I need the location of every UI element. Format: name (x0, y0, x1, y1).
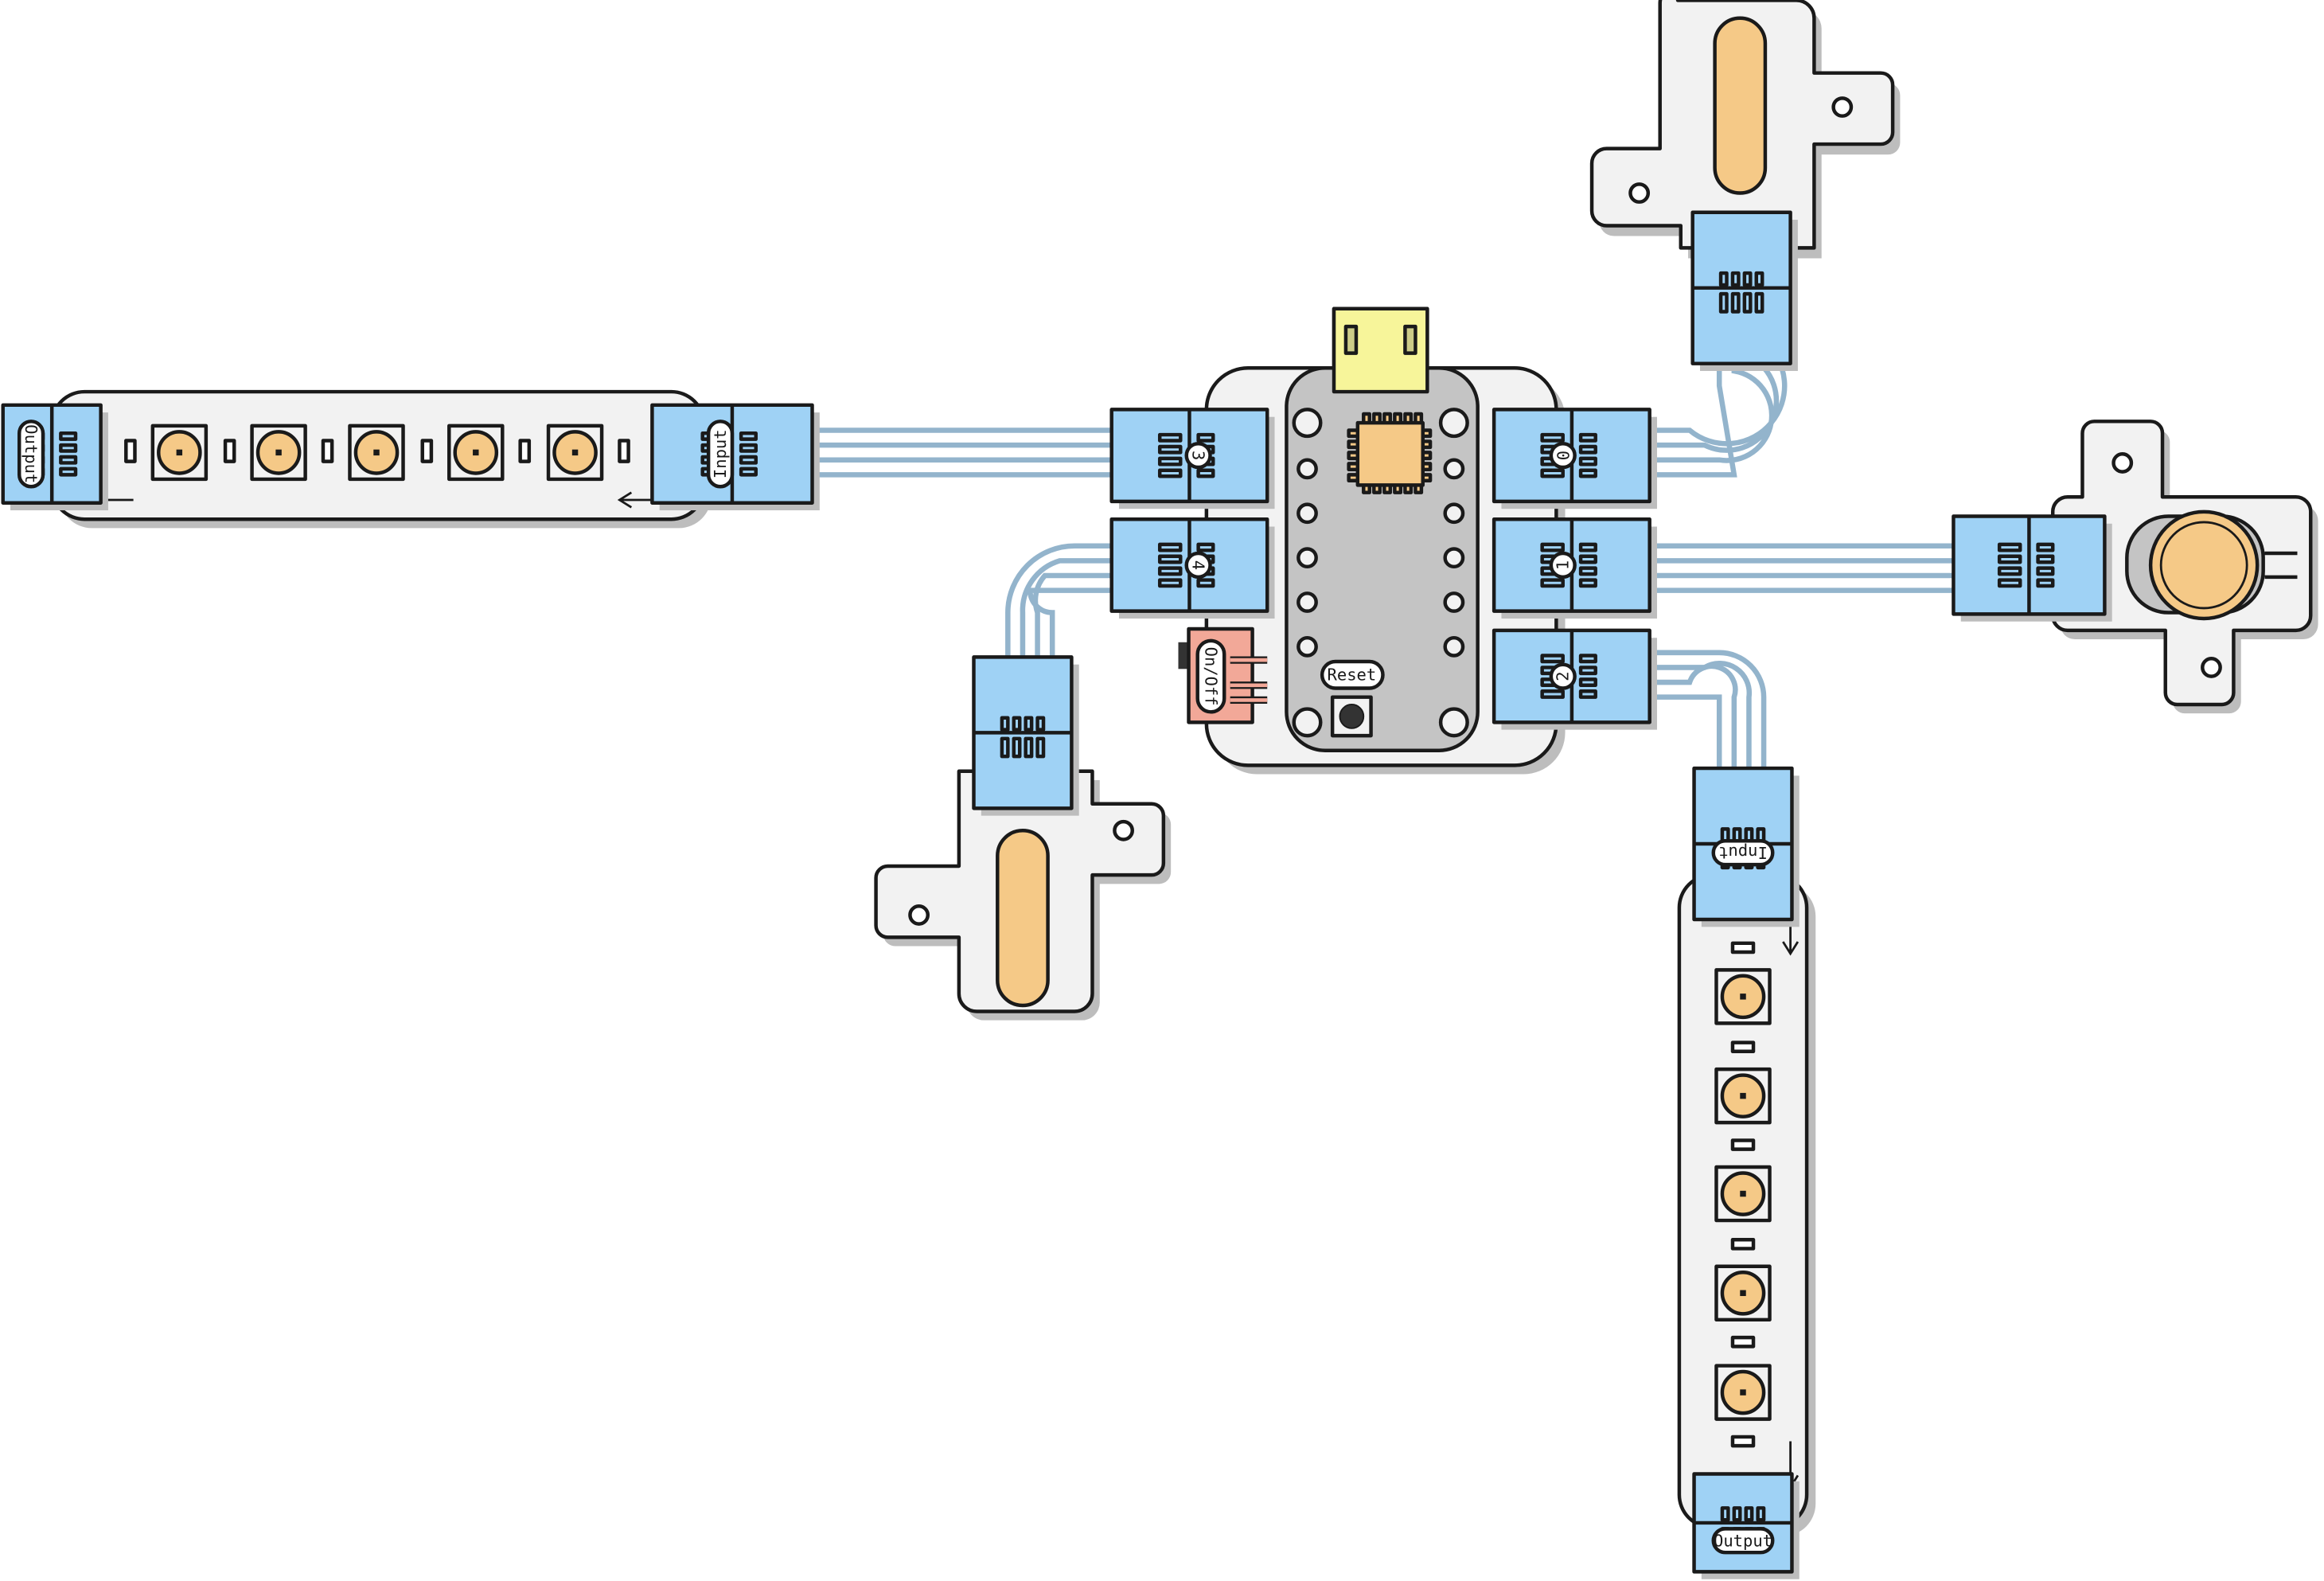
led (1714, 1067, 1772, 1125)
bottom-slider-connector[interactable] (972, 655, 1079, 816)
bottom-strip-input-connector-label: Input (1718, 843, 1768, 862)
port-0-label: 0 (1554, 451, 1573, 460)
pin-hole (1443, 458, 1465, 480)
pin-hole (1443, 502, 1465, 525)
port-3-label: 3 (1189, 451, 1208, 460)
left-strip-input-connector[interactable]: Input (650, 403, 820, 511)
wire (1649, 363, 1737, 478)
mount-hole (1628, 182, 1651, 204)
led (1714, 968, 1772, 1025)
wire (1649, 663, 1738, 769)
port-0[interactable]: 0 (1491, 408, 1657, 509)
pin-hole (1297, 635, 1318, 658)
wire (1005, 543, 1112, 658)
pin-hole (1443, 591, 1465, 613)
reset-label: Reset (1320, 659, 1385, 690)
pin-hole (1297, 591, 1318, 613)
pin-hole (1292, 408, 1323, 439)
wire (1649, 694, 1722, 769)
port-4[interactable]: 4 (1109, 517, 1275, 619)
left-strip-input-connector-label: Input (711, 429, 730, 478)
reset-text: Reset (1328, 666, 1377, 685)
port-4-label: 4 (1189, 560, 1208, 570)
top-slider-module[interactable] (1589, 0, 1901, 259)
wire (1649, 650, 1767, 769)
knob-connector[interactable] (1952, 514, 2112, 622)
slider-track[interactable] (1713, 16, 1768, 195)
wires (812, 335, 1954, 769)
left-strip-output-connector-label: Output (21, 424, 41, 483)
left-strip-output-connector[interactable]: Output (1, 403, 108, 511)
left-led-strip[interactable] (49, 389, 712, 529)
port-3[interactable]: 3 (1109, 408, 1275, 509)
wire (1032, 572, 1112, 658)
wire (1649, 363, 1775, 463)
pin-hole (1297, 502, 1318, 525)
mount-hole (1831, 96, 1854, 118)
top-slider-connector[interactable] (1690, 210, 1798, 371)
led (150, 424, 209, 482)
mount-hole (2201, 657, 2222, 678)
switch-text: On/Off (1201, 647, 1220, 706)
knob[interactable] (2148, 509, 2260, 621)
port-1[interactable]: 1 (1491, 517, 1657, 619)
pin-hole (1443, 547, 1465, 569)
mount-hole (908, 904, 930, 926)
port-2-label: 2 (1554, 671, 1573, 681)
bottom-led-strip[interactable] (1677, 872, 1816, 1536)
wire (1027, 588, 1112, 658)
led (447, 424, 505, 482)
led (546, 424, 604, 482)
bottom-left-slider-module[interactable] (874, 769, 1172, 1021)
microcontroller-chip (1347, 412, 1433, 494)
mount-hole (2111, 452, 2134, 474)
pin-hole (1443, 635, 1465, 658)
controller-board[interactable]: Reset On/Off (1178, 306, 1566, 775)
bottom-strip-output-connector[interactable]: Output (1692, 1472, 1800, 1579)
led (250, 424, 307, 482)
port-2[interactable]: 2 (1491, 628, 1657, 730)
bottom-strip-input-connector[interactable]: Input (1692, 766, 1800, 927)
led (1714, 1264, 1772, 1322)
wire (1020, 558, 1112, 658)
mount-hole (1113, 819, 1134, 841)
pin-hole (1297, 547, 1318, 569)
led (1714, 1364, 1772, 1421)
led (348, 424, 405, 482)
slider-track[interactable] (996, 829, 1050, 1008)
bottom-strip-output-connector-label: Output (1714, 1531, 1772, 1550)
pin-hole (1438, 408, 1469, 439)
rotary-knob-module[interactable] (2050, 420, 2318, 714)
power-switch[interactable]: On/Off (1178, 627, 1268, 724)
pin-hole (1297, 458, 1318, 480)
pin-hole (1292, 707, 1323, 738)
pin-hole (1438, 707, 1469, 738)
led (1714, 1165, 1772, 1223)
port-1-label: 1 (1554, 560, 1573, 570)
